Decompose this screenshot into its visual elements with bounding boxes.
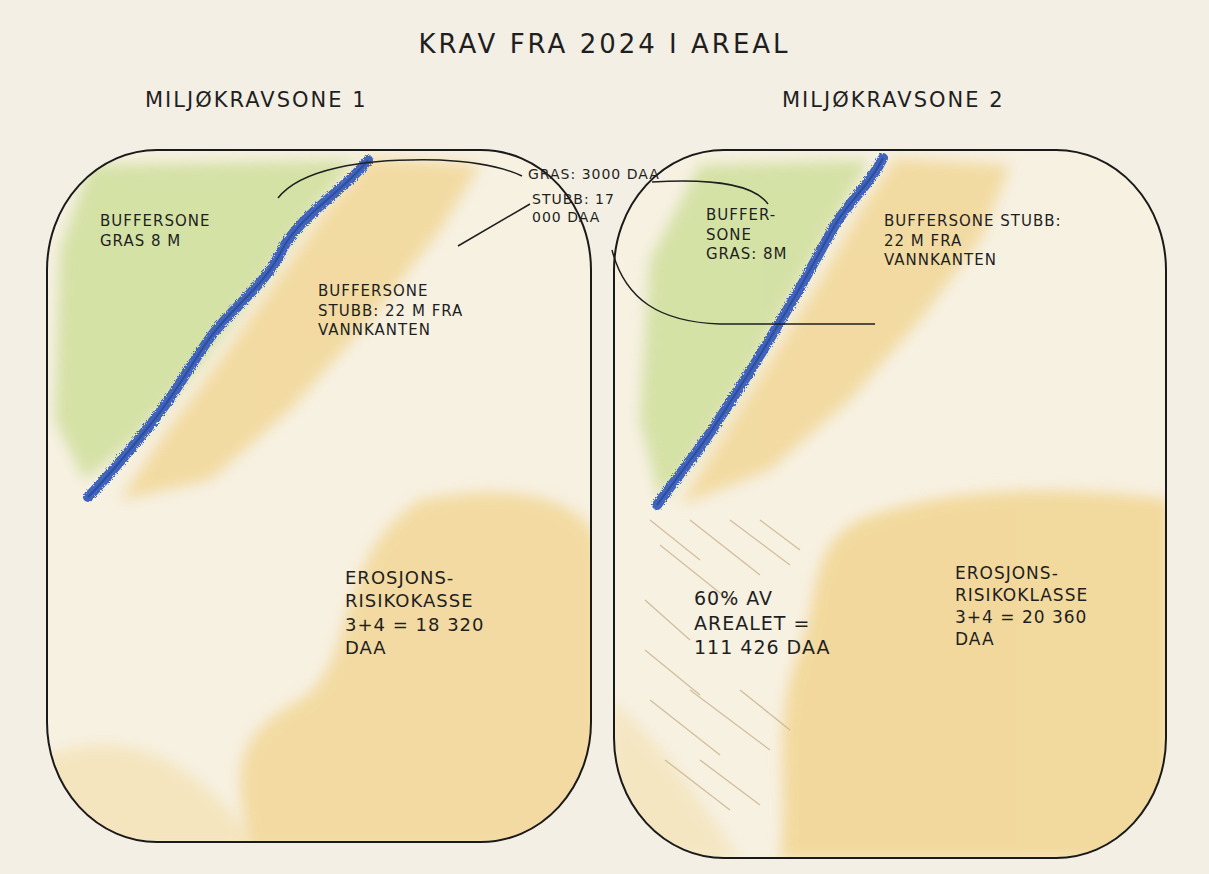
zone-heading: MILJØKRAVSONE 2	[782, 88, 1005, 112]
erosion-risk-label: EROSJONS- RISIKOKASSE 3+4 = 18 320 DAA	[345, 566, 495, 660]
zone-region: MILJØKRAVSONE 1	[47, 150, 591, 842]
erosion-risk-label: EROSJONS- RISIKOKLASSE 3+4 = 20 360 DAA	[955, 562, 1115, 650]
buffer-zone-label: BUFFERSONE GRAS 8 M	[100, 212, 230, 251]
diagram-title: KRAV FRA 2024 I AREAL	[0, 28, 1209, 62]
area-callout: STUBB: 17 000 DAA	[532, 190, 628, 226]
zone-outline	[47, 150, 591, 842]
stubble-hatching	[645, 520, 800, 810]
zone-heading: MILJØKRAVSONE 1	[145, 88, 368, 112]
buffer-zone-label: BUFFERSONE STUBB: 22 M FRA VANNKANTEN	[318, 282, 488, 341]
area-callout: GRAS: 3000 DAA	[528, 165, 660, 183]
area-share-label: 60% AV AREALET = 111 426 DAA	[694, 586, 844, 660]
buffer-zone-label: BUFFERSONE STUBB: 22 M FRA VANNKANTEN	[884, 212, 1064, 271]
zone-2-fill	[614, 150, 1166, 858]
buffer-zone-label: BUFFER- SONE GRAS: 8M	[706, 206, 802, 265]
zone-1-fill	[47, 150, 591, 842]
